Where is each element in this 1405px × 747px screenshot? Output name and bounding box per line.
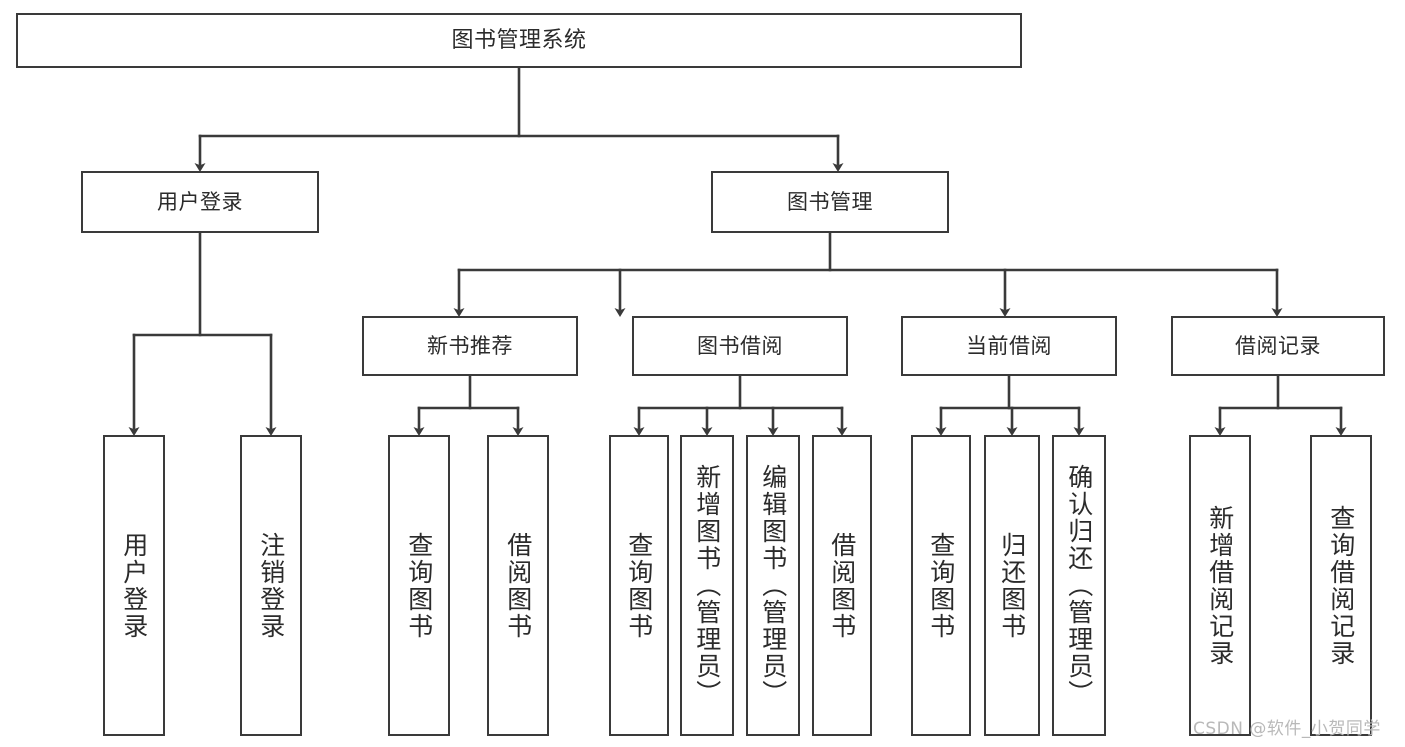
leaf-query-book-rec[interactable]: 查询图书 <box>388 435 450 736</box>
node-book-manage[interactable]: 图书管理 <box>711 171 949 233</box>
leaf-query-book-rec-label: 查询图书 <box>404 531 434 640</box>
node-root[interactable]: 图书管理系统 <box>16 13 1022 68</box>
leaf-query-book-borrow[interactable]: 查询图书 <box>609 435 669 736</box>
node-root-label: 图书管理系统 <box>451 27 587 53</box>
leaf-return-book[interactable]: 归还图书 <box>984 435 1040 736</box>
node-current-borrow[interactable]: 当前借阅 <box>901 316 1117 376</box>
leaf-add-record-label: 新增借阅记录 <box>1205 504 1235 667</box>
leaf-borrow-book-label: 借阅图书 <box>827 531 857 640</box>
node-user-login-label: 用户登录 <box>157 189 243 214</box>
node-borrow-record-label: 借阅记录 <box>1235 333 1321 358</box>
leaf-confirm-return-label: 确认归还（管理员） <box>1064 464 1094 707</box>
node-current-borrow-label: 当前借阅 <box>966 333 1052 358</box>
leaf-borrow-book-rec[interactable]: 借阅图书 <box>487 435 549 736</box>
leaf-add-book-label: 新增图书（管理员） <box>692 464 722 707</box>
node-new-book-rec-label: 新书推荐 <box>427 333 513 358</box>
leaf-edit-book[interactable]: 编辑图书（管理员） <box>746 435 800 736</box>
leaf-query-book-current[interactable]: 查询图书 <box>911 435 971 736</box>
node-user-login[interactable]: 用户登录 <box>81 171 319 233</box>
node-book-borrow[interactable]: 图书借阅 <box>632 316 848 376</box>
leaf-return-book-label: 归还图书 <box>997 531 1027 640</box>
node-book-borrow-label: 图书借阅 <box>697 333 783 358</box>
leaf-confirm-return[interactable]: 确认归还（管理员） <box>1052 435 1106 736</box>
leaf-query-record[interactable]: 查询借阅记录 <box>1310 435 1372 736</box>
leaf-add-record[interactable]: 新增借阅记录 <box>1189 435 1251 736</box>
leaf-query-record-label: 查询借阅记录 <box>1326 504 1356 667</box>
leaf-borrow-book-rec-label: 借阅图书 <box>503 531 533 640</box>
leaf-query-book-borrow-label: 查询图书 <box>624 531 654 640</box>
leaf-user-login[interactable]: 用户登录 <box>103 435 165 736</box>
leaf-edit-book-label: 编辑图书（管理员） <box>758 464 788 707</box>
csdn-watermark: CSDN @软件_小贺同学 <box>1193 719 1381 739</box>
leaf-user-login-label: 用户登录 <box>119 531 149 640</box>
node-new-book-rec[interactable]: 新书推荐 <box>362 316 578 376</box>
leaf-borrow-book[interactable]: 借阅图书 <box>812 435 872 736</box>
leaf-user-logout[interactable]: 注销登录 <box>240 435 302 736</box>
node-borrow-record[interactable]: 借阅记录 <box>1171 316 1385 376</box>
node-book-manage-label: 图书管理 <box>787 189 873 214</box>
leaf-user-logout-label: 注销登录 <box>256 531 286 640</box>
leaf-add-book[interactable]: 新增图书（管理员） <box>680 435 734 736</box>
leaf-query-book-current-label: 查询图书 <box>926 531 956 640</box>
